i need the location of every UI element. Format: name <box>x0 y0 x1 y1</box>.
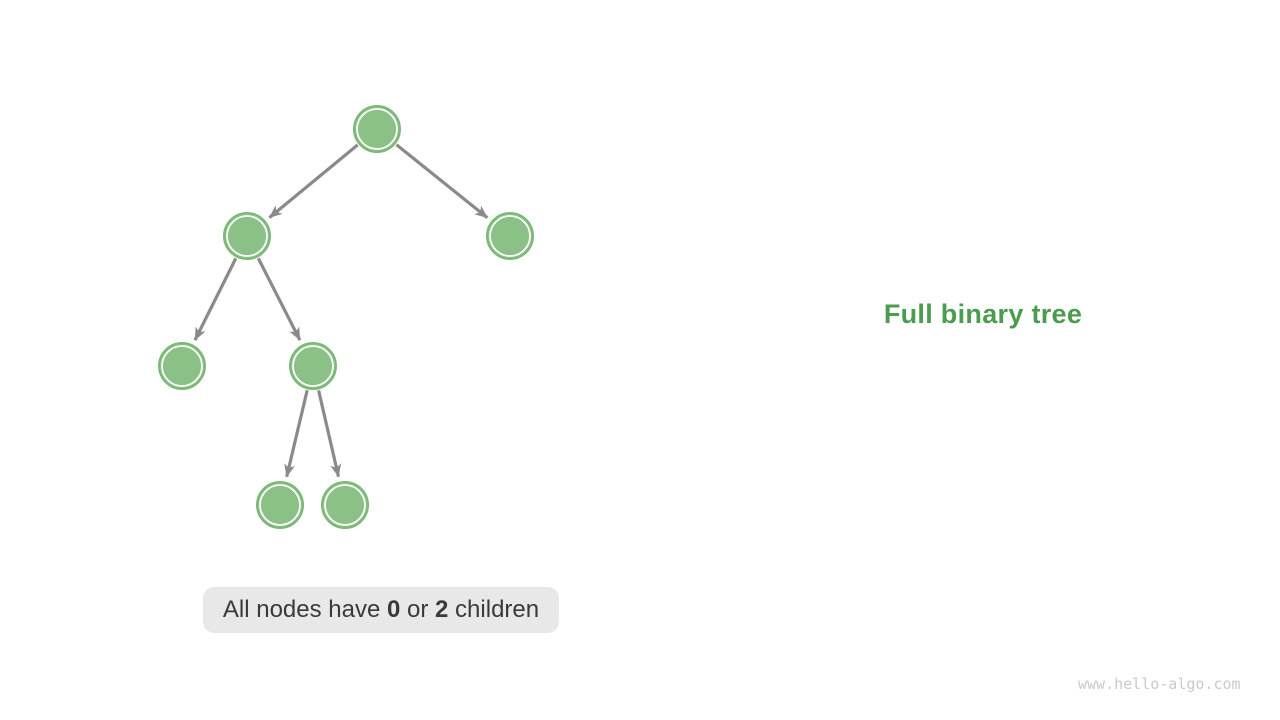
tree-node-l3-mid <box>289 342 337 390</box>
tree-node-inner-ring <box>489 215 531 257</box>
tree-edge-l3-mid-to-l4-right <box>317 390 342 478</box>
tree-edge-l3-mid-to-l4-left <box>284 389 309 478</box>
tree-node-inner-ring <box>161 345 203 387</box>
tree-node-l3-left <box>158 342 206 390</box>
caption-number-two: 2 <box>435 596 449 623</box>
caption-text-prefix: All nodes have <box>222 596 387 623</box>
tree-node-body <box>486 212 534 260</box>
tree-node-l2-right <box>486 212 534 260</box>
tree-node-inner-ring <box>226 215 268 257</box>
caption-text-or: or <box>400 596 436 623</box>
tree-node-inner-ring <box>292 345 334 387</box>
tree-edge-l2-left-to-l3-mid <box>256 257 302 341</box>
tree-node-body <box>321 481 369 529</box>
tree-edge-root-to-l2-right <box>395 143 489 220</box>
caption-text-suffix: children <box>448 596 540 623</box>
tree-node-body <box>256 481 304 529</box>
tree-edge-root-to-l2-left <box>268 143 359 219</box>
tree-edge-l2-left-to-l3-left <box>193 257 238 341</box>
tree-node-inner-ring <box>259 484 301 526</box>
diagram-title: Full binary tree <box>883 299 1083 329</box>
watermark: www.hello-algo.com <box>1078 675 1241 693</box>
tree-node-body <box>223 212 271 260</box>
tree-node-l4-right <box>321 481 369 529</box>
tree-node-root <box>353 105 401 153</box>
tree-node-body <box>353 105 401 153</box>
tree-node-l2-left <box>223 212 271 260</box>
tree-node-inner-ring <box>324 484 366 526</box>
caption-number-zero: 0 <box>386 596 401 623</box>
tree-node-inner-ring <box>356 108 398 150</box>
tree-node-l4-left <box>256 481 304 529</box>
caption-box: All nodes have 0 or 2 children <box>203 587 559 633</box>
tree-node-body <box>289 342 337 390</box>
tree-node-body <box>158 342 206 390</box>
